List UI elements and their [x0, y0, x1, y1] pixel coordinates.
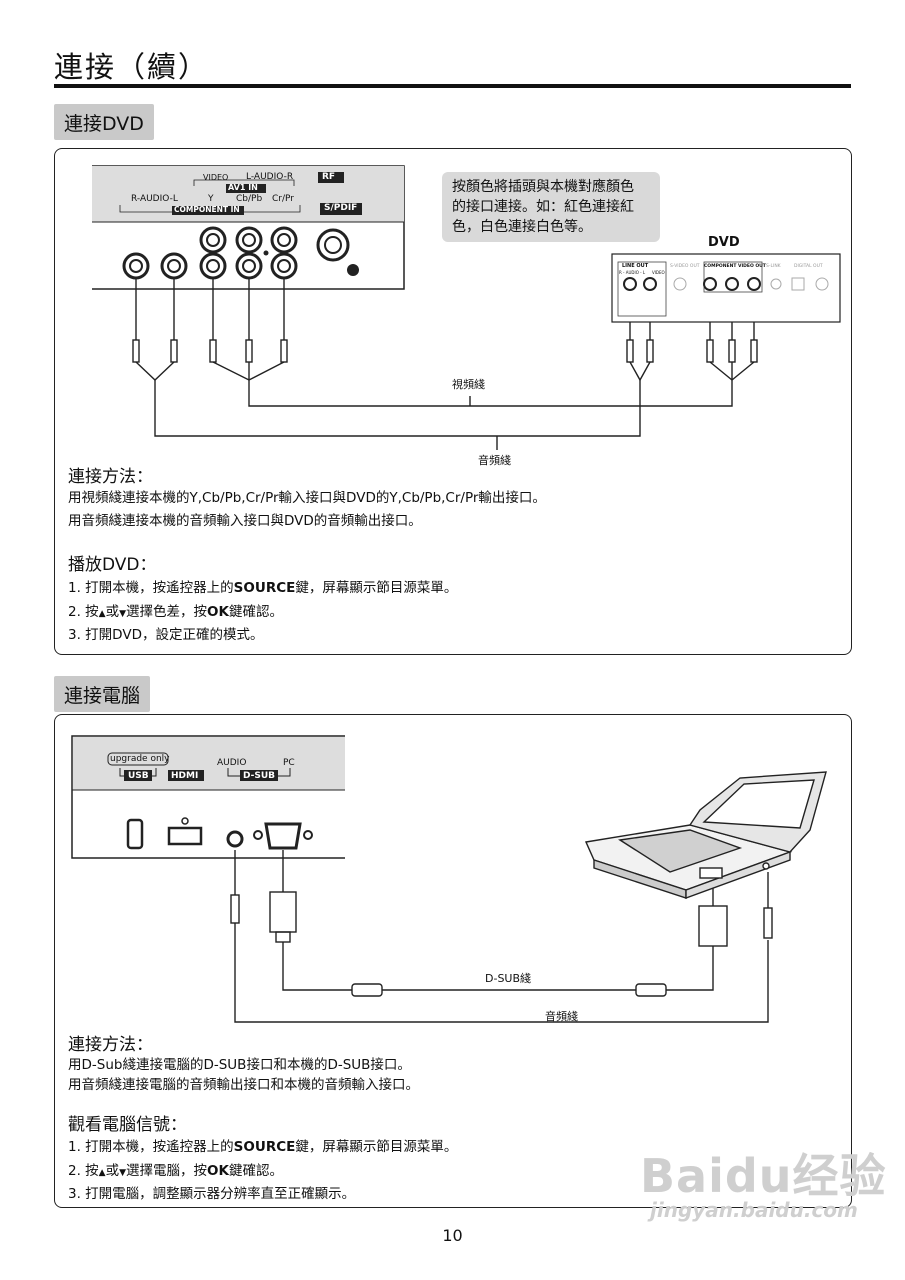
usb-port-icon — [126, 818, 144, 850]
audio-cable-label-dvd: 音頻綫 — [478, 454, 511, 467]
dvd-step-1: 1. 打開本機，按遙控器上的SOURCE鍵，屏幕顯示節目源菜單。 — [68, 576, 457, 600]
dvd-method-line-1: 用視頻綫連接本機的Y,Cb/Pb,Cr/Pr輸入接口與DVD的Y,Cb/Pb,C… — [68, 490, 546, 506]
tv-label-av1-in: AV1 IN — [228, 183, 258, 192]
dvd-step-2-a: 2. 按 — [68, 604, 99, 620]
section-label-pc: 連接電腦 — [54, 676, 151, 712]
tv-label-r-audio-l: R-AUDIO-L — [131, 194, 178, 204]
section-label-dvd: 連接DVD — [54, 104, 154, 140]
tv-label-y: Y — [208, 194, 214, 204]
down-arrow-icon: ▼ — [119, 1168, 127, 1178]
dvd-back-panel — [611, 253, 841, 323]
tv-label-video: VIDEO — [203, 173, 229, 182]
laptop-icon — [584, 771, 827, 900]
dvd-label-video: VIDEO — [652, 270, 665, 275]
tv-label-cr-pr: Cr/Pr — [272, 194, 294, 204]
pc-step-2-c: 選擇電腦，按 — [126, 1163, 208, 1179]
source-key: SOURCE — [233, 580, 296, 596]
video-cable-label: 視頻綫 — [452, 378, 485, 391]
tv-back-panel-dvd — [92, 165, 405, 290]
source-key-pc: SOURCE — [233, 1139, 296, 1155]
dvd-label: DVD — [708, 235, 740, 250]
tv-label-spdif: S/PDIF — [324, 203, 358, 213]
dvd-panel — [54, 148, 852, 655]
pc-step-2-b: 或 — [105, 1163, 120, 1179]
dvd-step-2-e: 鍵確認。 — [228, 604, 283, 620]
dvd-step-1-c: 鍵，屏幕顯示節目源菜單。 — [295, 580, 458, 596]
page-title: 連接（續） — [54, 50, 210, 84]
ok-key: OK — [207, 604, 229, 620]
audio-in-port-icon — [226, 830, 244, 848]
dvd-label-line-out: LINE OUT — [622, 263, 649, 269]
spdif-port-icon — [347, 264, 359, 276]
page-number: 10 — [442, 1226, 463, 1245]
down-arrow-icon: ▼ — [119, 609, 127, 619]
pc-method-heading: 連接方法： — [68, 1035, 153, 1055]
vga-port-icon — [253, 822, 313, 850]
tv-label-component-in: COMPONENT IN — [174, 205, 240, 214]
dvd-play-heading: 播放DVD： — [68, 555, 157, 575]
pc-step-2-e: 鍵確認。 — [228, 1163, 283, 1179]
pc-watch-heading: 觀看電腦信號： — [68, 1115, 187, 1135]
dvd-step-2: 2. 按▲或▼選擇色差，按OK鍵確認。 — [68, 600, 283, 626]
dvd-step-1-a: 1. 打開本機，按遙控器上的 — [68, 580, 234, 596]
pc-step-3: 3. 打開電腦，調整顯示器分辨率直至正確顯示。 — [68, 1186, 356, 1202]
title-rule — [54, 84, 851, 88]
hdmi-port-icon — [167, 826, 203, 846]
watermark-url: jingyan.baidu.com — [650, 1198, 858, 1222]
pc-step-1-a: 1. 打開本機，按遙控器上的 — [68, 1139, 234, 1155]
dvd-diagram — [92, 165, 841, 450]
rca-jack-icon — [122, 226, 350, 280]
tv-back-panel-pc — [71, 735, 345, 859]
ok-key-pc: OK — [207, 1163, 229, 1179]
color-note-line-1: 按顏色將插頭與本機對應顏色 — [452, 179, 634, 195]
dvd-step-2-c: 選擇色差，按 — [126, 604, 208, 620]
dvd-step-2-b: 或 — [105, 604, 120, 620]
dvd-label-s-link: S-LINK — [766, 264, 781, 269]
pc-diagram — [71, 735, 827, 1023]
dvd-method-heading: 連接方法： — [68, 467, 153, 487]
color-note: 按顏色將插頭與本機對應顏色 的接口連接。如：紅色連接紅 色，白色連接白色等。 — [442, 172, 660, 242]
up-arrow-icon: ▲ — [98, 1168, 106, 1178]
cables-tv-pc — [230, 850, 773, 1023]
cables-tv-dvd — [132, 279, 758, 450]
watermark: Baidu经验 — [640, 1149, 887, 1203]
pc-step-1: 1. 打開本機，按遙控器上的SOURCE鍵，屏幕顯示節目源菜單。 — [68, 1135, 457, 1159]
dvd-label-audio: R - AUDIO - L — [619, 270, 646, 275]
dvd-step-3: 3. 打開DVD，設定正確的模式。 — [68, 627, 264, 643]
pc-step-2: 2. 按▲或▼選擇電腦，按OK鍵確認。 — [68, 1159, 283, 1185]
tv-label-rf: RF — [322, 172, 336, 182]
color-note-line-2: 的接口連接。如：紅色連接紅 — [452, 199, 634, 215]
tv-label-upgrade-only: upgrade only — [110, 754, 170, 764]
dvd-label-digital-out: DIGITAL OUT — [794, 264, 823, 269]
dvd-label-component-video-out: COMPONENT VIDEO OUT — [704, 264, 766, 269]
dvd-label-s-video-out: S-VIDEO OUT — [670, 264, 700, 269]
pc-step-2-a: 2. 按 — [68, 1163, 99, 1179]
dsub-cable-label: D-SUB綫 — [485, 972, 532, 985]
tv-label-usb: USB — [128, 771, 149, 781]
tv-label-dsub: D-SUB — [243, 771, 276, 781]
audio-cable-label-pc: 音頻綫 — [545, 1010, 578, 1023]
up-arrow-icon: ▲ — [98, 609, 106, 619]
pc-method-line-1: 用D-Sub綫連接電腦的D-SUB接口和本機的D-SUB接口。 — [68, 1057, 411, 1073]
color-note-line-3: 色，白色連接白色等。 — [452, 219, 592, 235]
tv-label-audio: AUDIO — [217, 758, 247, 768]
tv-label-cb-pb: Cb/Pb — [236, 194, 263, 204]
pc-method-line-2: 用音頻綫連接電腦的音頻輸出接口和本機的音頻輸入接口。 — [68, 1077, 419, 1093]
dvd-method-line-2: 用音頻綫連接本機的音頻輸入接口與DVD的音頻輸出接口。 — [68, 513, 422, 529]
pc-step-1-c: 鍵，屏幕顯示節目源菜單。 — [295, 1139, 458, 1155]
tv-label-l-audio-r: L-AUDIO-R — [246, 172, 294, 182]
tv-label-pc: PC — [283, 758, 295, 768]
pc-panel — [54, 714, 852, 1208]
tv-label-hdmi: HDMI — [171, 771, 199, 781]
